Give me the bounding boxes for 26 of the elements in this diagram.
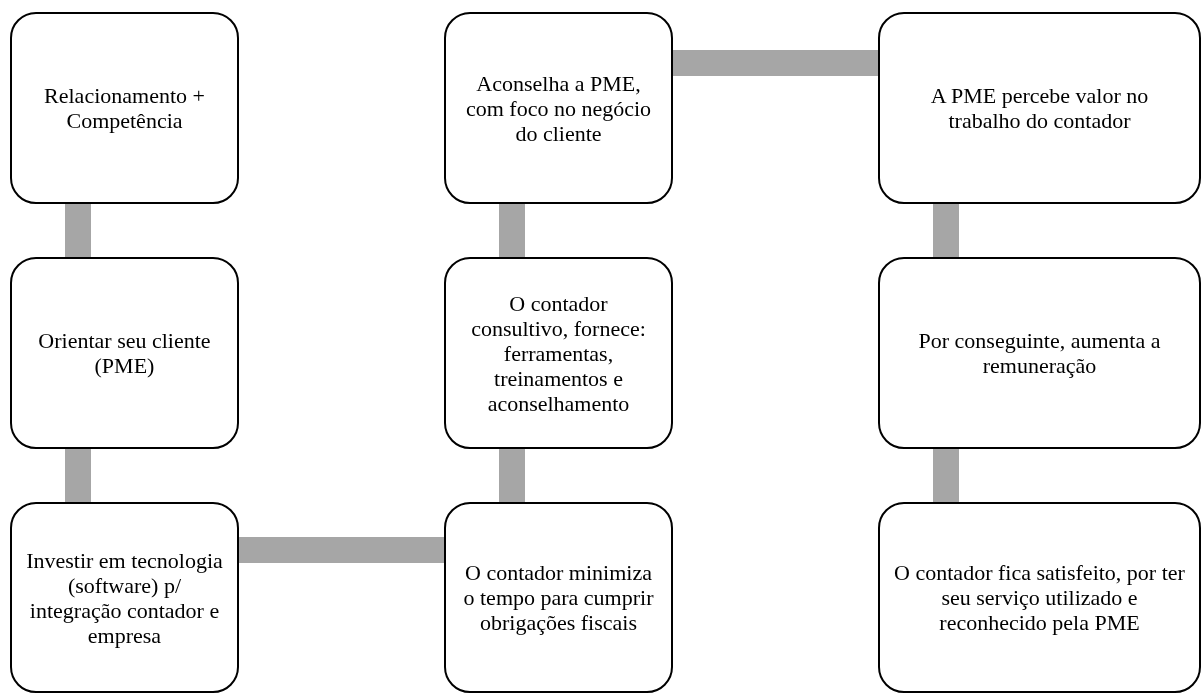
box-text: Investir em tecnologia (software) p/ integração contador e empresa xyxy=(26,547,223,648)
process-box xyxy=(10,12,239,204)
box-text: A PME percebe valor no trabalho do contador xyxy=(929,83,1150,133)
connector-bar xyxy=(65,204,91,257)
box-text: Aconselha a PME, com foco no negócio do cliente xyxy=(464,70,653,146)
connector-bar xyxy=(65,449,91,502)
box-text: Por conseguinte, aumenta a remuneração xyxy=(917,328,1162,378)
process-box xyxy=(444,12,673,204)
connector-bar xyxy=(673,50,878,76)
process-box xyxy=(444,257,673,449)
connector-bar xyxy=(499,449,525,502)
box-text: Orientar seu cliente (PME) xyxy=(37,328,212,378)
box-text: O contador minimiza o tempo para cumprir obrigações fiscais xyxy=(462,560,655,635)
connector-bar xyxy=(933,204,959,257)
connector-bar xyxy=(933,449,959,502)
process-box xyxy=(444,502,673,693)
box-text: Relacionamento + Competência xyxy=(43,83,206,133)
process-box xyxy=(878,502,1201,693)
process-box xyxy=(10,257,239,449)
process-box xyxy=(10,502,239,693)
connector-bar xyxy=(499,204,525,257)
box-text: O contador fica satisfeito, por ter seu serviço utilizado e reconhecido pela PME xyxy=(894,560,1185,635)
process-box xyxy=(878,12,1201,204)
box-text: O contador consultivo, fornece: ferramentas, treinamentos e aconselhamento xyxy=(470,290,647,416)
connector-bar xyxy=(239,537,444,563)
process-box xyxy=(878,257,1201,449)
